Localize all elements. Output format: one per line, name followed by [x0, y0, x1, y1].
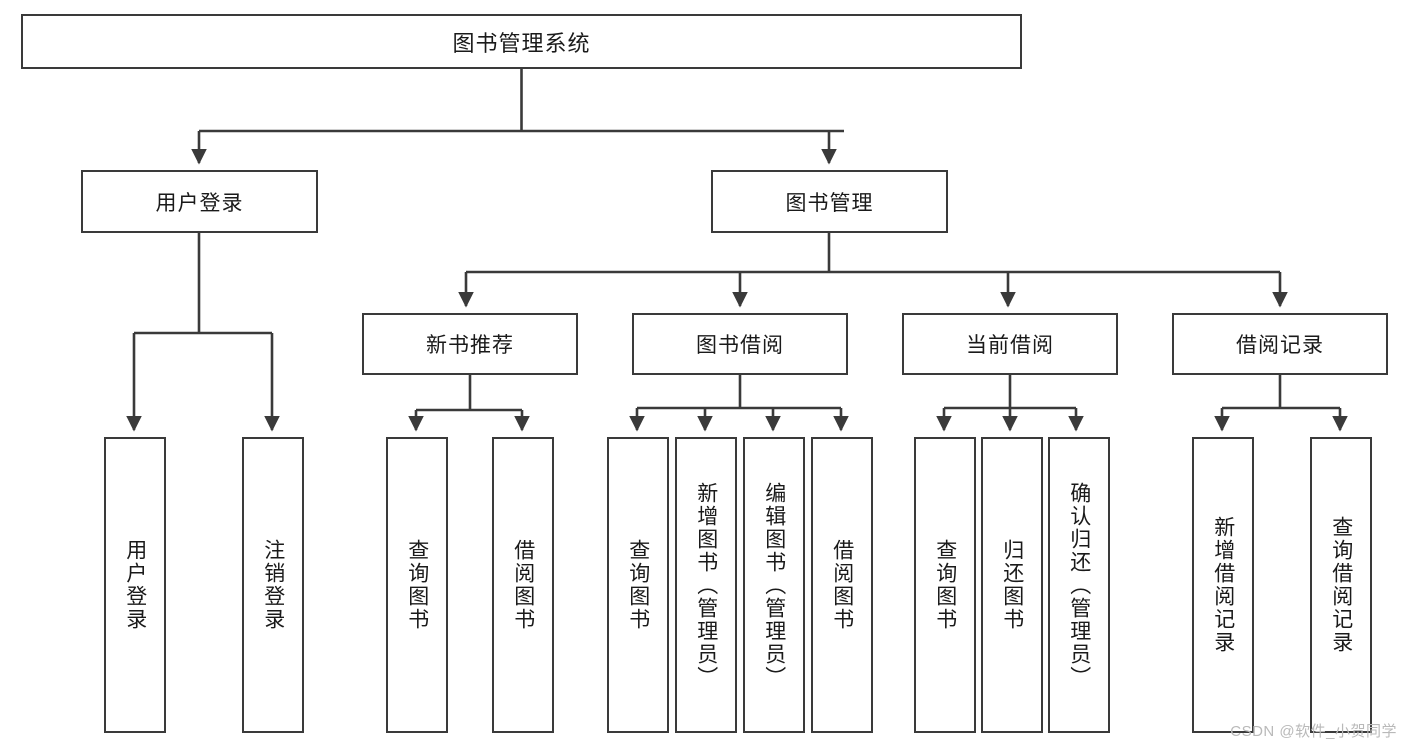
leaf-confirm-return[interactable]: 确认归还（管理员）: [1048, 437, 1110, 733]
node-new-book-rec[interactable]: 新书推荐: [362, 313, 578, 375]
node-book-borrow-label: 图书借阅: [696, 334, 784, 357]
leaf-query-record[interactable]: 查询借阅记录: [1310, 437, 1372, 733]
leaf-logout-label: 注销登录: [261, 539, 285, 631]
leaf-add-book[interactable]: 新增图书（管理员）: [675, 437, 737, 733]
node-book-manage-label: 图书管理: [785, 191, 874, 215]
leaf-query-book-1-label: 查询图书: [405, 539, 429, 631]
csdn-watermark: CSDN @软件_小贺同学: [1230, 723, 1397, 740]
leaf-borrow-book-2[interactable]: 借阅图书: [811, 437, 873, 733]
leaf-user-login[interactable]: 用户登录: [104, 437, 166, 733]
leaf-logout[interactable]: 注销登录: [242, 437, 304, 733]
leaf-confirm-return-label: 确认归还（管理员）: [1067, 481, 1091, 689]
leaf-query-book-2[interactable]: 查询图书: [607, 437, 669, 733]
leaf-user-login-label: 用户登录: [123, 539, 147, 631]
leaf-edit-book-label: 编辑图书（管理员）: [762, 481, 786, 689]
node-new-book-rec-label: 新书推荐: [426, 334, 514, 357]
leaf-query-book-3-label: 查询图书: [933, 539, 957, 631]
leaf-query-book-1[interactable]: 查询图书: [386, 437, 448, 733]
leaf-query-book-2-label: 查询图书: [626, 539, 650, 631]
leaf-query-record-label: 查询借阅记录: [1329, 516, 1353, 654]
node-current-borrow[interactable]: 当前借阅: [902, 313, 1118, 375]
node-borrow-record-label: 借阅记录: [1236, 334, 1324, 357]
leaf-return-book[interactable]: 归还图书: [981, 437, 1043, 733]
node-root-label: 图书管理系统: [452, 30, 591, 56]
leaf-add-book-label: 新增图书（管理员）: [694, 481, 718, 689]
node-user-login-label: 用户登录: [155, 191, 244, 215]
leaf-borrow-book-2-label: 借阅图书: [830, 539, 854, 631]
node-current-borrow-label: 当前借阅: [966, 334, 1054, 357]
node-book-manage[interactable]: 图书管理: [711, 170, 948, 233]
leaf-query-book-3[interactable]: 查询图书: [914, 437, 976, 733]
leaf-borrow-book-1[interactable]: 借阅图书: [492, 437, 554, 733]
node-book-borrow[interactable]: 图书借阅: [632, 313, 848, 375]
leaf-return-book-label: 归还图书: [1000, 539, 1024, 631]
leaf-borrow-book-1-label: 借阅图书: [511, 539, 535, 631]
node-root[interactable]: 图书管理系统: [21, 14, 1022, 69]
node-user-login[interactable]: 用户登录: [81, 170, 318, 233]
leaf-edit-book[interactable]: 编辑图书（管理员）: [743, 437, 805, 733]
leaf-add-record-label: 新增借阅记录: [1211, 516, 1235, 654]
node-borrow-record[interactable]: 借阅记录: [1172, 313, 1388, 375]
leaf-add-record[interactable]: 新增借阅记录: [1192, 437, 1254, 733]
